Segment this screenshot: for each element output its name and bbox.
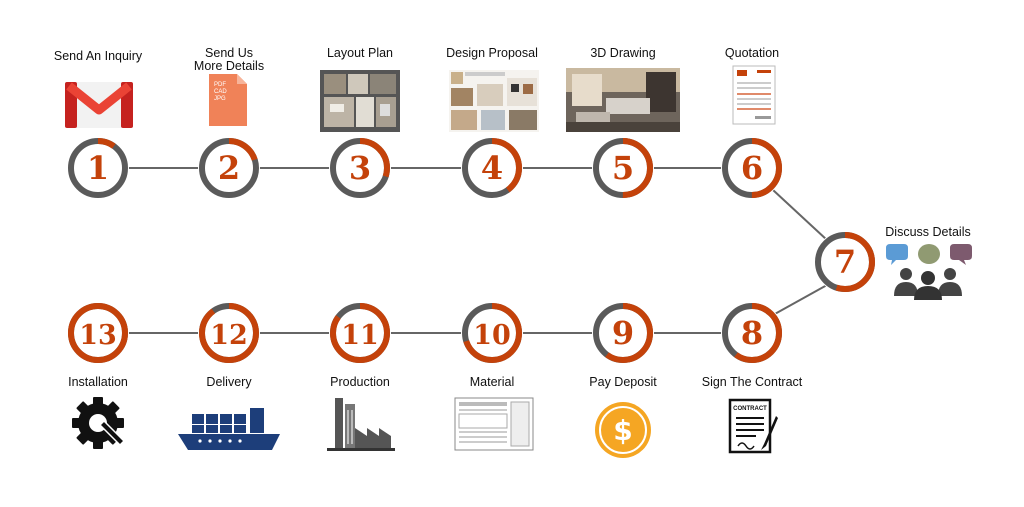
- step-5-number: 5: [612, 149, 634, 187]
- step-6-ring: 6: [721, 137, 783, 199]
- step-8-label: Sign The Contract: [701, 375, 803, 389]
- contract-icon: CONTRACT: [728, 398, 778, 454]
- step-7-ring-progress: [815, 232, 875, 292]
- quotation-document-icon: [732, 65, 776, 125]
- step-12-ring-progress: [199, 303, 259, 363]
- connectors: [98, 167, 828, 334]
- cargo-ship-icon: [178, 408, 280, 450]
- step-1-number: 1: [87, 149, 109, 187]
- meeting-people-icon: [886, 244, 972, 300]
- step-8-number: 8: [741, 314, 763, 352]
- step-12-label: Delivery: [206, 375, 252, 389]
- doc-type-pdf: PDF: [214, 82, 226, 88]
- step-12-ring: 12: [198, 302, 260, 364]
- doc-type-cad: CAD: [214, 89, 227, 95]
- step-11-number: 11: [341, 320, 379, 351]
- step-5-ring-progress: [593, 138, 653, 198]
- step-8-ring-progress: [722, 303, 782, 363]
- svg-text:$: $: [613, 414, 632, 447]
- material-drawing-image: [454, 397, 534, 451]
- step-7-label: Discuss Details: [885, 225, 971, 239]
- design-proposal-image: [449, 70, 539, 132]
- step-5-ring: 5: [592, 137, 654, 199]
- connector-7-8: [772, 284, 828, 316]
- step-3-ring: 3: [329, 137, 391, 199]
- step-11-ring-progress: [330, 303, 390, 363]
- step-10-label: Material: [469, 375, 515, 389]
- step-4-ring: 4: [461, 137, 523, 199]
- connector-6-7: [772, 189, 828, 241]
- step-13-number: 13: [79, 320, 117, 351]
- step-9-ring: 9: [592, 302, 654, 364]
- step-7-ring: 7: [814, 231, 876, 293]
- step-9-label: Pay Deposit: [589, 375, 657, 389]
- gmail-icon: [65, 82, 133, 128]
- step-2-label: Send Us: [205, 46, 253, 60]
- step-11-ring: 11: [329, 302, 391, 364]
- step-4-label: Design Proposal: [446, 46, 538, 60]
- step-10-number: 10: [473, 320, 511, 351]
- step-10-ring: 10: [461, 302, 523, 364]
- step-5-label: 3D Drawing: [590, 46, 656, 60]
- step-8-ring: 8: [721, 302, 783, 364]
- gear-wrench-icon: [72, 397, 126, 449]
- step-9-ring-progress: [593, 303, 653, 363]
- contract-title: CONTRACT: [733, 406, 767, 412]
- step-6-label: Quotation: [724, 46, 780, 60]
- step-13-ring-progress: [68, 303, 128, 363]
- step-13-label: Installation: [68, 375, 128, 389]
- doc-type-jpg: JPG: [214, 96, 226, 102]
- step-1-ring-progress: [68, 138, 128, 198]
- floor-plan-image: [320, 70, 400, 132]
- step-3-number: 3: [349, 149, 371, 187]
- step-7-number: 7: [834, 243, 856, 281]
- step-2-ring: 2: [198, 137, 260, 199]
- step-1-ring: 1: [67, 137, 129, 199]
- render-image: [566, 68, 680, 132]
- step-9-number: 9: [612, 314, 634, 352]
- document-icon: PDF CAD JPG: [209, 74, 247, 126]
- step-3-label: Layout Plan: [326, 46, 394, 60]
- step-2-ring-progress: [199, 138, 259, 198]
- step-6-ring-progress: [722, 138, 782, 198]
- step-3-ring-progress: [330, 138, 390, 198]
- step-13-ring: 13: [67, 302, 129, 364]
- step-6-number: 6: [741, 149, 763, 187]
- step-12-number: 12: [210, 320, 248, 351]
- step-11-label: Production: [330, 375, 390, 389]
- step-1-label: Send An Inquiry: [53, 49, 143, 63]
- step-2-number: 2: [218, 149, 240, 187]
- step-4-ring-progress: [462, 138, 522, 198]
- step-2-label-line2: More Details: [193, 59, 265, 73]
- step-10-ring-progress: [462, 303, 522, 363]
- dollar-coin-icon: $: [595, 402, 651, 458]
- factory-icon: [327, 398, 395, 451]
- step-4-number: 4: [481, 149, 503, 187]
